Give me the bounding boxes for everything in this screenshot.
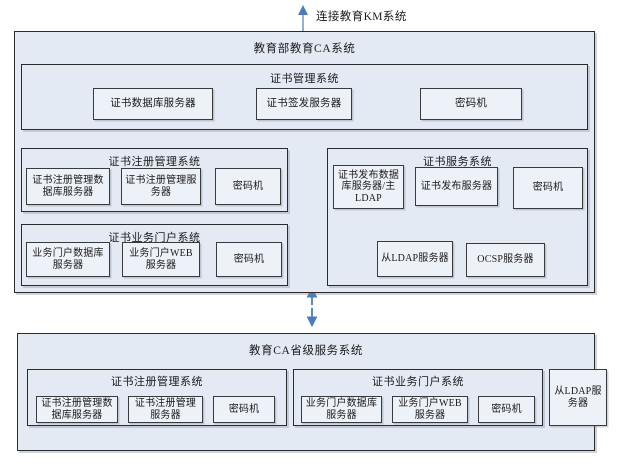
node-publish-database-master-ldap[interactable]: 证书发布数据库服务器/主LDAP: [333, 165, 404, 209]
node-province-portal-hsm[interactable]: 密码机: [478, 396, 535, 423]
node-province-registration-server[interactable]: 证书注册管理服务器: [128, 396, 203, 423]
node-cert-database-server[interactable]: 证书数据库服务器: [93, 88, 213, 120]
node-cert-signing-server[interactable]: 证书签发服务器: [256, 88, 352, 120]
node-portal-web-server[interactable]: 业务门户WEB服务器: [122, 242, 200, 277]
node-slave-ldap-server[interactable]: 从LDAP服务器: [377, 241, 453, 277]
node-portal-hsm[interactable]: 密码机: [216, 242, 282, 277]
cert-service-system-title: 证书服务系统: [423, 156, 492, 168]
node-registration-server[interactable]: 证书注册管理服务器: [121, 168, 201, 205]
cert-management-system-title: 证书管理系统: [270, 73, 339, 85]
node-cert-publish-server[interactable]: 证书发布服务器: [415, 167, 498, 206]
node-province-portal-database-server[interactable]: 业务门户数据库服务器: [301, 396, 382, 423]
node-cert-management-hsm[interactable]: 密码机: [420, 88, 522, 120]
node-registration-hsm[interactable]: 密码机: [215, 168, 281, 205]
province-ca-system-title: 教育CA省级服务系统: [249, 345, 363, 357]
province-cert-registration-system-title: 证书注册管理系统: [111, 376, 203, 388]
province-cert-portal-system-title: 证书业务门户系统: [372, 376, 464, 388]
ministry-ca-system-title: 教育部教育CA系统: [253, 43, 356, 55]
node-province-slave-ldap-server[interactable]: 从LDAP服务器: [549, 369, 607, 426]
node-portal-database-server[interactable]: 业务门户数据库服务器: [26, 242, 110, 277]
cert-registration-system-title: 证书注册管理系统: [108, 156, 201, 168]
km-system-label: 连接教育KM系统: [316, 11, 407, 23]
node-cert-service-hsm[interactable]: 密码机: [513, 167, 583, 209]
node-registration-database-server[interactable]: 证书注册管理数据库服务器: [26, 168, 110, 205]
node-province-registration-database-server[interactable]: 证书注册管理数据库服务器: [36, 396, 118, 423]
node-province-registration-hsm[interactable]: 密码机: [213, 396, 275, 423]
node-province-portal-web-server[interactable]: 业务门户WEB服务器: [392, 396, 468, 423]
cert-portal-system-title: 证书业务门户系统: [108, 232, 201, 244]
node-ocsp-server[interactable]: OCSP服务器: [466, 243, 545, 277]
